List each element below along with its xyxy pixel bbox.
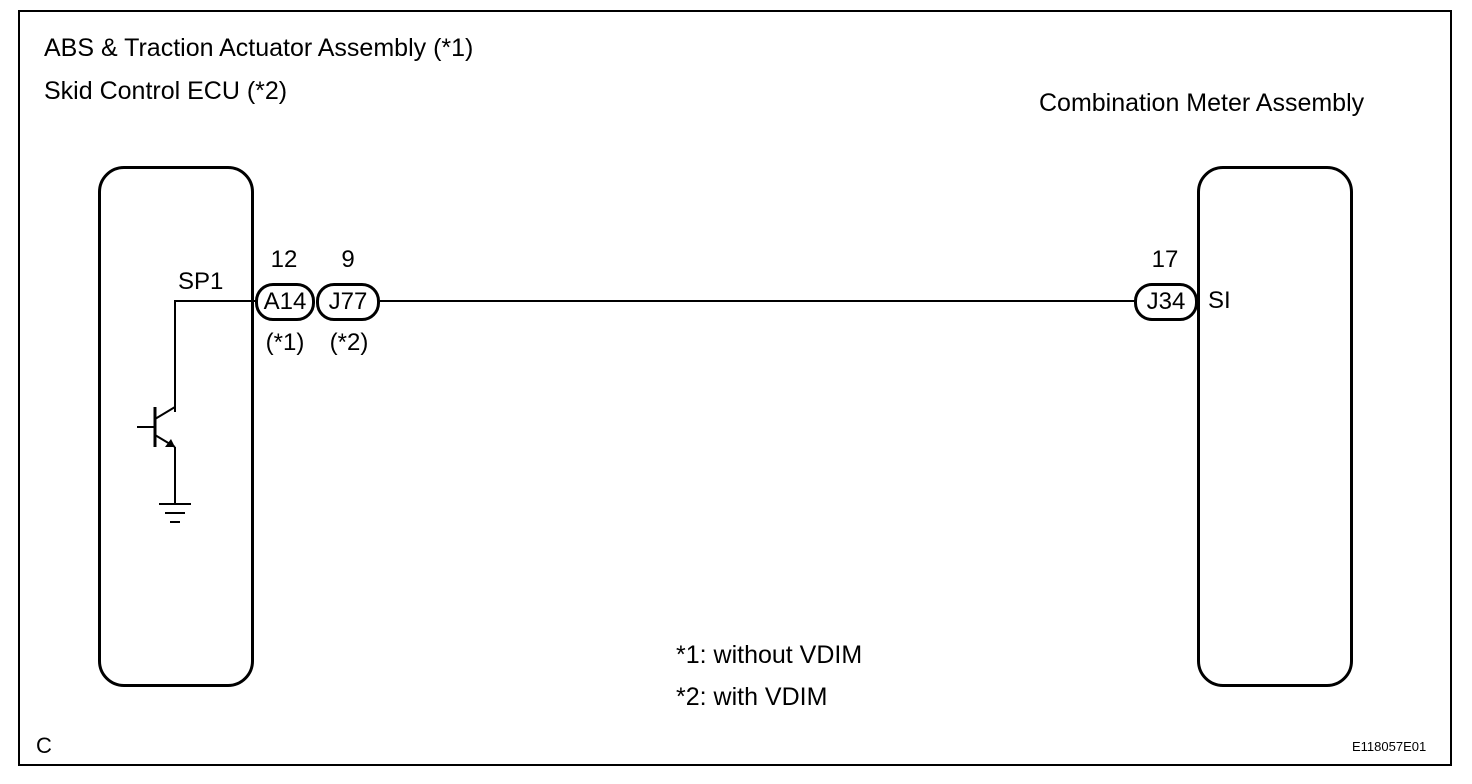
connector-j77: J77: [316, 283, 380, 321]
j34-pin-number: 17: [1151, 246, 1179, 273]
connector-a14: A14: [255, 283, 315, 321]
a14-note: (*1): [265, 329, 305, 356]
note-without-vdim: *1: without VDIM: [676, 641, 863, 669]
meter-title: Combination Meter Assembly: [1039, 89, 1365, 117]
transistor-icon: [137, 406, 176, 448]
ecu-title-line1: ABS & Traction Actuator Assembly (*1): [44, 34, 474, 62]
j77-pin-number: 9: [341, 246, 355, 273]
ecu-title-line2: Skid Control ECU (*2): [44, 77, 288, 105]
diagram-frame: [18, 10, 1452, 766]
j77-note: (*2): [329, 329, 369, 356]
ground-icon: [159, 503, 191, 523]
combination-meter-box: [1197, 166, 1353, 687]
figure-id: E118057E01: [1352, 739, 1427, 754]
connector-j34: J34: [1134, 283, 1198, 321]
ecu-terminal-label: SP1: [178, 268, 224, 295]
a14-pin-number: 12: [270, 246, 298, 273]
sp1-lead: [174, 300, 256, 412]
skid-control-ecu-box: [98, 166, 254, 687]
corner-letter: C: [36, 733, 52, 758]
meter-terminal-label: SI: [1208, 287, 1231, 314]
note-with-vdim: *2: with VDIM: [676, 683, 828, 711]
